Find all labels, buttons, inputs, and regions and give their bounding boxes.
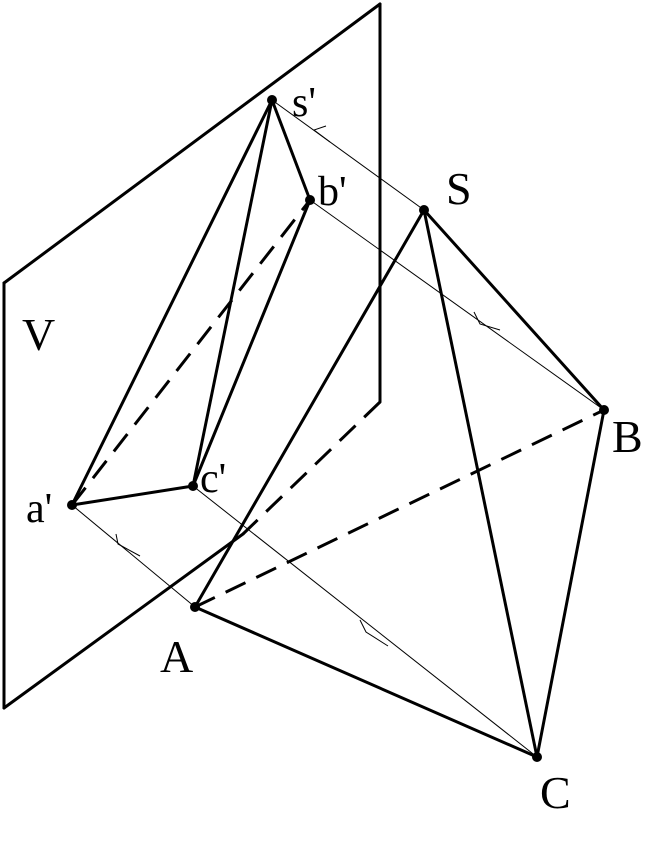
plane-top-edge (2, 2, 382, 285)
dot-c-prime (188, 481, 198, 491)
labels: V s' b' a' c' S B A C (22, 80, 643, 818)
arrow-c (359, 619, 389, 647)
label-b-prime: b' (318, 169, 347, 215)
label-s: S (446, 163, 472, 214)
ray-a-a-prime (71, 504, 196, 608)
vertex-dots (67, 95, 609, 762)
dot-c (532, 752, 542, 762)
dot-a (190, 602, 200, 612)
label-b: B (612, 411, 643, 462)
dot-a-prime (67, 500, 77, 510)
dot-s (419, 205, 429, 215)
edge-s-prime-c-prime (191, 98, 274, 488)
dot-s-prime (267, 95, 277, 105)
ray-s-s-prime (271, 99, 425, 211)
projection-rays (71, 99, 605, 758)
edge-b-prime-c-prime (191, 198, 312, 488)
edge-s-prime-a-prime (70, 98, 274, 507)
ray-b-b-prime (309, 199, 605, 411)
edge-b-c (535, 408, 606, 759)
label-s-prime: s' (292, 80, 316, 126)
edge-a-c (193, 605, 539, 759)
arrow-s (312, 125, 331, 143)
arrow-a (115, 533, 141, 557)
ray-c-c-prime (192, 485, 538, 758)
space-pyramid (193, 208, 606, 759)
edge-a-b-hidden (194, 408, 605, 609)
label-a-prime: a' (26, 486, 52, 532)
label-c: C (540, 767, 571, 818)
projection-pyramid (70, 98, 312, 507)
edge-a-prime-c-prime (70, 484, 195, 507)
edge-s-c (422, 208, 539, 759)
dot-b-prime (305, 195, 315, 205)
plane-bottom-edge-hidden (241, 400, 382, 536)
label-a: A (160, 631, 193, 682)
label-c-prime: c' (200, 456, 226, 502)
edge-s-prime-b-prime (270, 98, 312, 202)
edge-s-a (193, 208, 426, 609)
label-plane-v: V (22, 309, 55, 360)
dot-b (599, 405, 609, 415)
edge-a-prime-b-prime-hidden (70, 199, 312, 506)
arrow-b (473, 311, 501, 331)
plane-bottom-edge-visible (2, 532, 245, 710)
edge-s-b (422, 208, 606, 412)
plane-v (2, 2, 382, 710)
